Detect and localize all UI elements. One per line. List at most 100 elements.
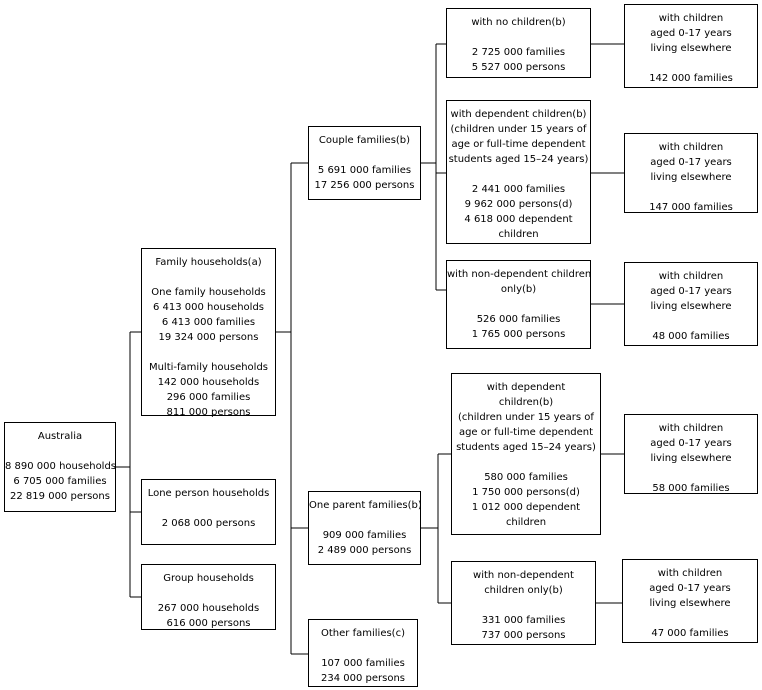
node-couple-dependent-children: with dependent children(b) (children unde… xyxy=(446,100,591,244)
node-text-line: 1 750 000 persons(d) xyxy=(472,487,580,498)
node-text-line: One family households xyxy=(151,287,266,298)
spacer xyxy=(142,345,275,360)
spacer xyxy=(625,185,757,200)
node-text-line: living elsewhere xyxy=(649,598,731,609)
node-title: Other families(c) xyxy=(321,628,405,639)
node-title: with children xyxy=(658,423,724,434)
spacer xyxy=(447,297,590,312)
node-text-line: 1 765 000 persons xyxy=(471,329,566,340)
spacer xyxy=(309,513,420,528)
node-text-line: living elsewhere xyxy=(650,301,732,312)
node-text-line: 9 962 000 persons(d) xyxy=(464,199,573,210)
node-children-living-elsewhere: with children aged 0-17 years living elsew… xyxy=(624,133,758,213)
node-text-line: aged 0-17 years xyxy=(650,157,732,168)
node-text-line: only(b) xyxy=(500,284,537,295)
node-text-line: 2 489 000 persons xyxy=(317,545,412,556)
spacer xyxy=(623,611,757,626)
node-title: Family households(a) xyxy=(155,257,262,268)
node-lone-person-households: Lone person households 2 068 000 persons xyxy=(141,479,276,545)
node-text-line: (children under 15 years of xyxy=(458,412,594,423)
node-text-line: 811 000 persons xyxy=(166,407,251,418)
node-text-line: 142 000 families xyxy=(649,73,733,84)
spacer xyxy=(625,314,757,329)
node-children-living-elsewhere: with children aged 0-17 years living elsew… xyxy=(622,559,758,643)
node-text-line: 580 000 families xyxy=(484,472,568,483)
node-text-line: children only(b) xyxy=(484,585,563,596)
node-text-line: 58 000 families xyxy=(652,483,730,494)
node-text-line: age or full-time dependent xyxy=(451,139,586,150)
spacer xyxy=(5,444,115,459)
node-group-households: Group households 267 000 households 616 00… xyxy=(141,564,276,630)
node-text-line: 8 890 000 households xyxy=(5,461,117,472)
node-text-line: 22 819 000 persons xyxy=(10,491,110,502)
node-title: Group households xyxy=(163,573,254,584)
node-text-line: 17 256 000 persons xyxy=(314,180,415,191)
node-text-line: 1 012 000 dependent xyxy=(471,502,581,513)
node-title: with children xyxy=(657,568,723,579)
spacer xyxy=(142,270,275,285)
node-text-line: 6 413 000 households xyxy=(152,302,265,313)
node-text-line: 5 691 000 families xyxy=(317,165,412,176)
node-text-line: 4 618 000 dependent xyxy=(464,214,573,225)
node-text-line: 147 000 families xyxy=(649,202,733,213)
node-text-line: 2 441 000 families xyxy=(471,184,566,195)
node-title: Lone person households xyxy=(147,488,270,499)
node-text-line: aged 0-17 years xyxy=(650,438,732,449)
node-text-line: children xyxy=(505,517,547,528)
node-one-parent-dependent-children: with dependent children(b) (children under… xyxy=(451,373,601,535)
node-text-line: 2 068 000 persons xyxy=(161,518,256,529)
node-title: with children xyxy=(658,13,724,24)
node-couple-non-dependent-children: with non-dependent children only(b) 526 00… xyxy=(446,260,591,349)
node-text-line: age or full-time dependent xyxy=(458,427,594,438)
node-text-line: 142 000 households xyxy=(157,377,260,388)
node-title: with non-dependent children xyxy=(447,269,592,280)
node-text-line: Multi-family households xyxy=(148,362,269,373)
node-text-line: 616 000 persons xyxy=(166,618,251,629)
node-title: Couple families(b) xyxy=(318,135,411,146)
node-children-living-elsewhere: with children aged 0-17 years living elsew… xyxy=(624,414,758,494)
node-couple-families: Couple families(b) 5 691 000 families 17 2… xyxy=(308,126,421,200)
spacer xyxy=(625,466,757,481)
node-text-line: 48 000 families xyxy=(652,331,730,342)
spacer xyxy=(447,167,590,182)
node-title: Australia xyxy=(37,431,83,442)
node-text-line: aged 0-17 years xyxy=(649,583,731,594)
node-title: with children xyxy=(658,142,724,153)
node-text-line: 296 000 families xyxy=(166,392,251,403)
node-title: with non-dependent xyxy=(473,570,574,581)
node-title: with dependent children(b) xyxy=(450,109,587,120)
node-text-line: students aged 15–24 years) xyxy=(448,154,589,165)
node-text-line: living elsewhere xyxy=(650,172,732,183)
node-text-line: 909 000 families xyxy=(322,530,407,541)
spacer xyxy=(309,641,417,656)
node-text-line: 526 000 families xyxy=(476,314,561,325)
node-text-line: living elsewhere xyxy=(650,43,732,54)
node-text-line: children xyxy=(498,229,539,240)
node-text-line: 19 324 000 persons xyxy=(158,332,259,343)
node-one-parent-families: One parent families(b) 909 000 families 2 … xyxy=(308,491,422,565)
spacer xyxy=(625,56,757,71)
node-text-line: 47 000 families xyxy=(651,628,729,639)
spacer xyxy=(142,501,275,516)
node-text-line: living elsewhere xyxy=(650,453,732,464)
node-family-households: Family households(a) One family household… xyxy=(141,248,276,418)
node-title: with dependent xyxy=(486,382,566,393)
node-title: One parent families(b) xyxy=(309,500,422,511)
node-title: with no children(b) xyxy=(471,17,566,28)
node-text-line: 737 000 persons xyxy=(481,630,566,641)
node-text-line: 107 000 families xyxy=(321,658,405,669)
spacer xyxy=(452,455,600,470)
node-text-line: 6 413 000 families xyxy=(161,317,256,328)
node-text-line: 5 527 000 persons xyxy=(471,62,566,73)
node-text-line: (children under 15 years of xyxy=(450,124,587,135)
node-text-line: 267 000 households xyxy=(157,603,260,614)
node-text-line: children(b) xyxy=(498,397,554,408)
node-title: with children xyxy=(658,271,724,282)
